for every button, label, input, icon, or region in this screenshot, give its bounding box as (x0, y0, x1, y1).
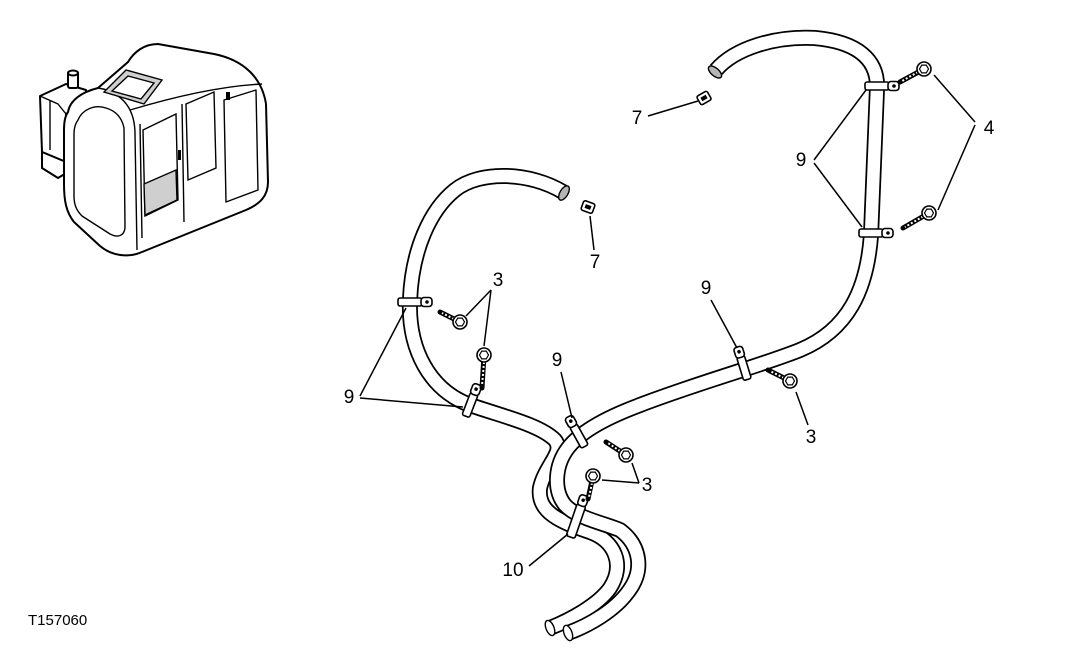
leader-line (647, 100, 699, 117)
bolt-hex-head (587, 471, 599, 481)
hose-open-end (562, 624, 574, 642)
leader-line (589, 215, 595, 251)
mirror (226, 92, 230, 100)
bolt-thread-detail (769, 370, 785, 379)
bolt (437, 309, 468, 330)
leader-line (560, 371, 573, 419)
bolt (765, 367, 798, 389)
bolt (603, 439, 634, 463)
leader-line (937, 124, 976, 211)
callout-label: 4 (984, 118, 995, 139)
leader-line (710, 299, 738, 349)
hose-clamp (733, 345, 752, 381)
leader-line (483, 289, 492, 347)
bolt (585, 468, 601, 502)
leader-line (813, 162, 863, 228)
bolt (476, 347, 492, 391)
clamp-band (864, 81, 890, 91)
callout-label: 9 (796, 150, 807, 171)
leader-line (813, 89, 867, 161)
leader-lines (359, 74, 976, 567)
callout-label: 9 (552, 350, 563, 371)
leader-line (795, 391, 809, 426)
hose-end-fitting (557, 185, 571, 201)
bolt-hex-head (620, 450, 632, 460)
clamp-band (858, 228, 884, 238)
rear-side-window (185, 90, 217, 182)
hose-clamp (564, 414, 589, 449)
leader-line (465, 289, 492, 317)
hose-clamp (397, 296, 433, 308)
exhaust-stack-top (67, 69, 79, 77)
bolt (900, 205, 937, 231)
cab-front-corner (129, 109, 138, 251)
hose-right-loop (549, 29, 885, 641)
callout-label: 3 (642, 475, 653, 496)
callout-label: 3 (493, 270, 504, 291)
callout-label: 9 (344, 387, 355, 408)
clamp-hole (892, 84, 896, 88)
cab-illustration (39, 43, 269, 257)
hose-clamp (858, 227, 894, 239)
clamp-hole (568, 419, 573, 423)
clamp-band (397, 297, 423, 307)
windshield (73, 106, 126, 237)
clip-slot (584, 204, 592, 210)
hose-end-fitting (707, 65, 723, 79)
leader-line (601, 479, 640, 484)
hose-left-loop (401, 167, 626, 636)
clamp-hole (581, 498, 585, 502)
clip-slot (700, 94, 708, 102)
clamp-hole (425, 300, 429, 304)
bolt-hex-head (918, 64, 930, 74)
leader-line (933, 74, 976, 123)
bolt-hex-head (923, 208, 935, 218)
leader-line (631, 462, 640, 484)
bolt-thread-detail (901, 71, 919, 82)
cab-side-panel (223, 89, 259, 203)
callout-label: 7 (632, 108, 643, 129)
bolt-thread-detail (607, 442, 621, 452)
hose-end-clip (696, 90, 712, 106)
leader-line (359, 307, 407, 397)
door-handle (178, 150, 181, 160)
hose-clamp (864, 80, 900, 92)
hose-clamp (461, 382, 483, 418)
hose-open-end (544, 619, 556, 637)
bolt-hex-head (454, 317, 466, 327)
hose-body (550, 31, 884, 639)
bundle-clamp (565, 494, 590, 539)
bolt-hex-head (478, 350, 490, 360)
roof-window-glass (110, 75, 156, 100)
hose-body (403, 169, 624, 634)
hose-end-clip (580, 200, 596, 214)
callout-label: 7 (590, 252, 601, 273)
engine-block-edge (39, 95, 67, 150)
bolt-thread-detail (904, 215, 924, 228)
door-seam (139, 103, 185, 239)
door-window-lower (143, 168, 178, 217)
callout-label: 9 (701, 278, 712, 299)
callout-label: 3 (806, 427, 817, 448)
clamp-hole (737, 349, 741, 354)
bolt (897, 61, 932, 85)
callout-label: 10 (502, 560, 523, 581)
bolt-hex-head (784, 376, 796, 386)
bolt-thread-detail (481, 361, 485, 387)
leader-line (528, 533, 569, 567)
figure-id: T157060 (28, 612, 87, 629)
clamp-hole (474, 387, 478, 391)
leader-line (359, 397, 464, 408)
clamp-hole (886, 231, 890, 235)
